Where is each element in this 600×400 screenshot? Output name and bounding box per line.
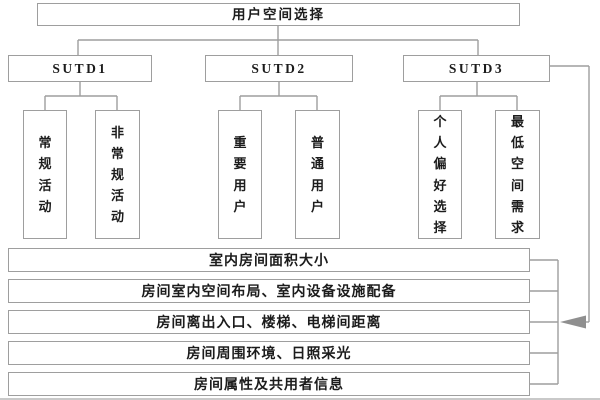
- root-node-user-space-selection: 用户空间选择: [37, 3, 520, 26]
- leaf-node-minimum-space-demand: 最低空间需求: [495, 110, 540, 239]
- leaf-node-irregular-activities: 非常规活动: [95, 110, 140, 239]
- leaf-node-label: 普通用户: [310, 135, 324, 214]
- leaf-node-personal-preference: 个人偏好选择: [418, 110, 462, 239]
- flow-arrowhead-icon: [560, 315, 586, 329]
- group-node-sutd3: SUTD3: [403, 55, 550, 82]
- criteria-bar-label: 房间周围环境、日照采光: [186, 345, 352, 361]
- group-node-sutd2-label: SUTD2: [251, 60, 307, 76]
- leaf-node-label: 非常规活动: [110, 124, 124, 225]
- group-node-sutd1: SUTD1: [8, 55, 152, 82]
- leaf-node-label: 个人偏好选择: [433, 114, 447, 235]
- leaf-node-label: 常规活动: [38, 135, 52, 214]
- connector-line-group: [44, 26, 590, 385]
- image-bottom-edge: [0, 398, 600, 400]
- group-node-sutd1-label: SUTD1: [52, 60, 108, 76]
- leaf-node-ordinary-users: 普通用户: [295, 110, 340, 239]
- criteria-bar-surroundings-daylight: 房间周围环境、日照采光: [8, 341, 530, 365]
- leaf-node-important-users: 重要用户: [218, 110, 262, 239]
- leaf-node-label: 最低空间需求: [510, 114, 524, 235]
- leaf-node-label: 重要用户: [233, 135, 247, 214]
- criteria-bar-label: 房间室内空间布局、室内设备设施配备: [141, 283, 397, 299]
- criteria-bar-attributes-cousers: 房间属性及共用者信息: [8, 372, 530, 396]
- root-node-label: 用户空间选择: [232, 6, 325, 22]
- criteria-bar-label: 房间离出入口、楼梯、电梯间距离: [156, 314, 382, 330]
- criteria-bar-room-area: 室内房间面积大小: [8, 248, 530, 272]
- leaf-node-regular-activities: 常规活动: [23, 110, 67, 239]
- group-node-sutd2: SUTD2: [205, 55, 353, 82]
- criteria-bar-label: 室内房间面积大小: [209, 252, 329, 268]
- criteria-bar-distance-entrance-stairs-elevator: 房间离出入口、楼梯、电梯间距离: [8, 310, 530, 334]
- group-node-sutd3-label: SUTD3: [448, 60, 505, 76]
- criteria-bar-label: 房间属性及共用者信息: [194, 376, 344, 392]
- criteria-bar-layout-facilities: 房间室内空间布局、室内设备设施配备: [8, 279, 530, 303]
